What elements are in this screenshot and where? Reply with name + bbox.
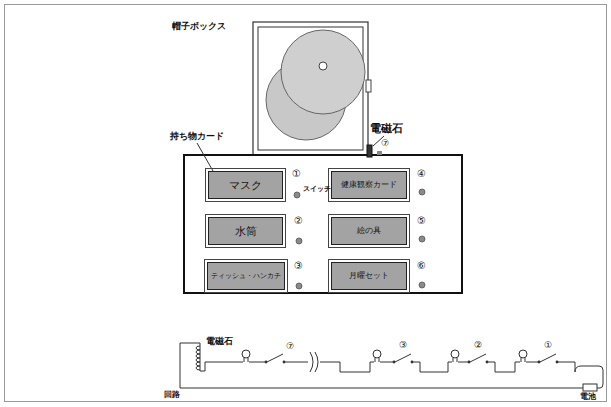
callout-number: ④ — [417, 169, 426, 179]
callout-number: ① — [292, 169, 301, 179]
switch-contact — [265, 361, 559, 364]
callout-number: ② — [474, 341, 482, 350]
part-name: 電磁石 — [206, 337, 233, 346]
item-card: マスク — [208, 171, 283, 199]
part-name: 回路 — [164, 391, 180, 399]
item-label: ティッシュ・ハンカチ — [211, 273, 281, 280]
callout-number: ③ — [294, 261, 303, 271]
leader-line — [197, 143, 213, 171]
switch-symbol — [377, 151, 382, 155]
item-card: 絵の具 — [331, 217, 407, 245]
frame — [5, 5, 607, 402]
item-label: マスク — [229, 180, 262, 191]
item-card: ティッシュ・ハンカチ — [207, 262, 285, 290]
card-panel — [184, 155, 462, 293]
part-name: スイッチ — [303, 186, 331, 193]
part-name: 帽子ボックス — [172, 22, 226, 31]
hat-box — [253, 22, 371, 155]
circuit — [180, 343, 603, 391]
item-card: 月曜セット — [331, 262, 407, 290]
item-label: 絵の具 — [357, 227, 381, 235]
callout-number: ⑤ — [417, 216, 426, 226]
part-name: 電池 — [580, 393, 596, 401]
callout-number: ③ — [399, 341, 407, 350]
callout-number: ⑦ — [381, 139, 389, 148]
part-name: 電磁石 — [370, 123, 403, 134]
item-card: 健康観察カード — [331, 171, 407, 199]
switch-dot — [294, 189, 425, 289]
item-card: 水筒 — [208, 217, 283, 245]
callout-number: ⑦ — [286, 342, 294, 351]
callout-number: ② — [294, 216, 303, 226]
electromagnet — [367, 145, 372, 157]
item-label: 月曜セット — [349, 272, 389, 280]
part-name: 持ち物カード — [170, 132, 224, 141]
item-label: 健康観察カード — [341, 181, 397, 189]
item-label: 水筒 — [235, 226, 257, 237]
callout-number: ⑥ — [417, 261, 426, 271]
callout-number: ① — [544, 341, 552, 350]
